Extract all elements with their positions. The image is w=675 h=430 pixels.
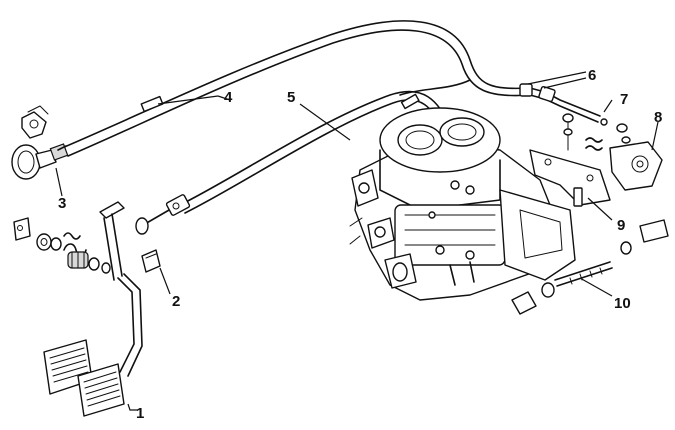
carburetor [349, 107, 576, 301]
cable-adjuster [165, 194, 191, 216]
accelerator-pedal [43, 201, 177, 417]
mounting-stud [511, 261, 613, 315]
cable-end-fittings [519, 83, 608, 126]
callout-9: 9 [617, 217, 625, 234]
callout-3: 3 [58, 195, 66, 212]
throttle-bracket [529, 113, 631, 207]
callout-10: 10 [614, 295, 631, 312]
callout-2: 2 [172, 293, 180, 310]
callout-6: 6 [588, 67, 596, 84]
callout-leaders [55, 71, 659, 411]
callout-7: 7 [620, 91, 628, 108]
callout-1: 1 [136, 405, 144, 422]
pedal-pivot-hardware [13, 217, 111, 274]
callout-8: 8 [654, 109, 662, 126]
cable-clip [21, 105, 49, 139]
choke-cable [61, 20, 531, 157]
callout-5: 5 [287, 89, 295, 106]
pedal-pad-clip [141, 249, 161, 273]
callout-4: 4 [224, 89, 233, 106]
stud-nut [620, 219, 669, 255]
choke-knob [11, 143, 69, 180]
throttle-lever [609, 141, 663, 191]
